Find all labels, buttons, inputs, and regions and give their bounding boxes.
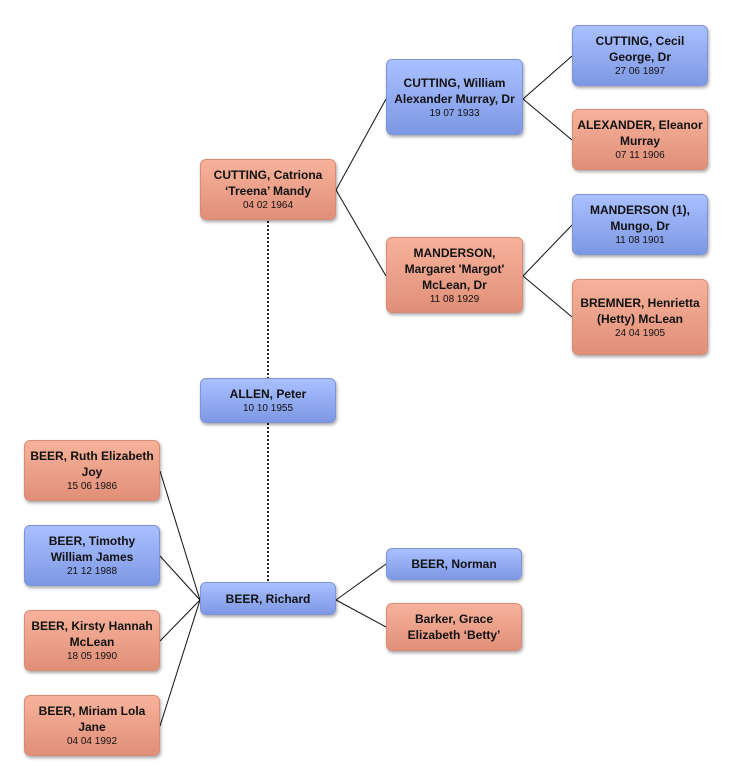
- link-richard-grace: [335, 599, 387, 628]
- link-william-eleanor: [522, 98, 573, 141]
- person-name: MANDERSON (1), Mungo, Dr: [589, 203, 690, 233]
- person-name: CUTTING, Cecil George, Dr: [595, 34, 685, 64]
- person-card-beer-timothy[interactable]: BEER, Timothy William James 21 12 1988: [24, 525, 160, 586]
- person-card-manderson-margot[interactable]: MANDERSON, Margaret 'Margot' McLean, Dr …: [386, 237, 523, 313]
- person-date: 04 04 1992: [66, 736, 118, 747]
- person-name: BEER, Norman: [411, 557, 497, 571]
- person-name: BEER, Timothy William James: [48, 534, 136, 564]
- person-name: ALEXANDER, Eleanor Murray: [577, 118, 703, 148]
- person-card-beer-kirsty[interactable]: BEER, Kirsty Hannah McLean 18 05 1990: [24, 610, 160, 671]
- person-name: BEER, Richard: [225, 591, 311, 606]
- person-date: 27 06 1897: [614, 66, 666, 77]
- person-card-alexander-eleanor[interactable]: ALEXANDER, Eleanor Murray 07 11 1906: [572, 109, 708, 170]
- person-card-cutting-william[interactable]: CUTTING, William Alexander Murray, Dr 19…: [386, 59, 523, 135]
- person-name: ALLEN, Peter: [229, 387, 307, 401]
- link-richard-miriam: [159, 599, 201, 727]
- link-margot-henrietta: [522, 275, 573, 318]
- link-richard-ruth: [159, 470, 201, 601]
- person-date: 11 08 1929: [429, 293, 480, 305]
- person-date: 07 11 1906: [615, 150, 665, 161]
- person-card-manderson-mungo[interactable]: MANDERSON (1), Mungo, Dr 11 08 1901: [572, 194, 708, 255]
- person-card-cutting-cecil[interactable]: CUTTING, Cecil George, Dr 27 06 1897: [572, 25, 708, 86]
- person-date: 24 04 1905: [614, 327, 666, 339]
- person-name: Barker, Grace Elizabeth ‘Betty’: [407, 612, 501, 642]
- person-name: BEER, Kirsty Hannah McLean: [31, 619, 153, 649]
- person-card-beer-richard[interactable]: BEER, Richard: [200, 582, 336, 615]
- link-richard-kirsty: [159, 599, 201, 642]
- person-date: 21 12 1988: [66, 566, 118, 577]
- person-date: 18 05 1990: [66, 651, 118, 662]
- link-richard-norman: [335, 563, 387, 601]
- person-card-beer-norman[interactable]: BEER, Norman: [386, 548, 522, 580]
- person-name: CUTTING, Catriona ‘Treena’ Mandy: [213, 168, 323, 198]
- person-card-bremner-henrietta[interactable]: BREMNER, Henrietta (Hetty) McLean 24 04 …: [572, 279, 708, 355]
- person-card-beer-ruth[interactable]: BEER, Ruth Elizabeth Joy 15 06 1986: [24, 440, 160, 501]
- link-margot-mungo: [522, 224, 573, 277]
- person-card-barker-grace[interactable]: Barker, Grace Elizabeth ‘Betty’: [386, 603, 522, 651]
- person-card-beer-miriam[interactable]: BEER, Miriam Lola Jane 04 04 1992: [24, 695, 160, 756]
- link-treena-margot: [335, 189, 387, 277]
- person-date: 04 02 1964: [242, 200, 294, 211]
- person-name: BEER, Miriam Lola Jane: [38, 704, 146, 734]
- link-william-cecil: [522, 55, 573, 100]
- person-date: 15 06 1986: [66, 481, 118, 492]
- person-name: CUTTING, William Alexander Murray, Dr: [394, 75, 515, 106]
- person-name: MANDERSON, Margaret 'Margot' McLean, Dr: [404, 245, 505, 292]
- person-card-cutting-treena[interactable]: CUTTING, Catriona ‘Treena’ Mandy 04 02 1…: [200, 159, 336, 220]
- person-date: 10 10 1955: [242, 403, 294, 414]
- person-date: 11 08 1901: [615, 235, 665, 246]
- person-date: 19 07 1933: [429, 107, 480, 119]
- person-name: BREMNER, Henrietta (Hetty) McLean: [580, 295, 700, 326]
- person-name: BEER, Ruth Elizabeth Joy: [30, 449, 154, 479]
- link-treena-william: [335, 98, 387, 191]
- person-card-allen-peter[interactable]: ALLEN, Peter 10 10 1955: [200, 378, 336, 423]
- link-richard-timothy: [159, 555, 201, 601]
